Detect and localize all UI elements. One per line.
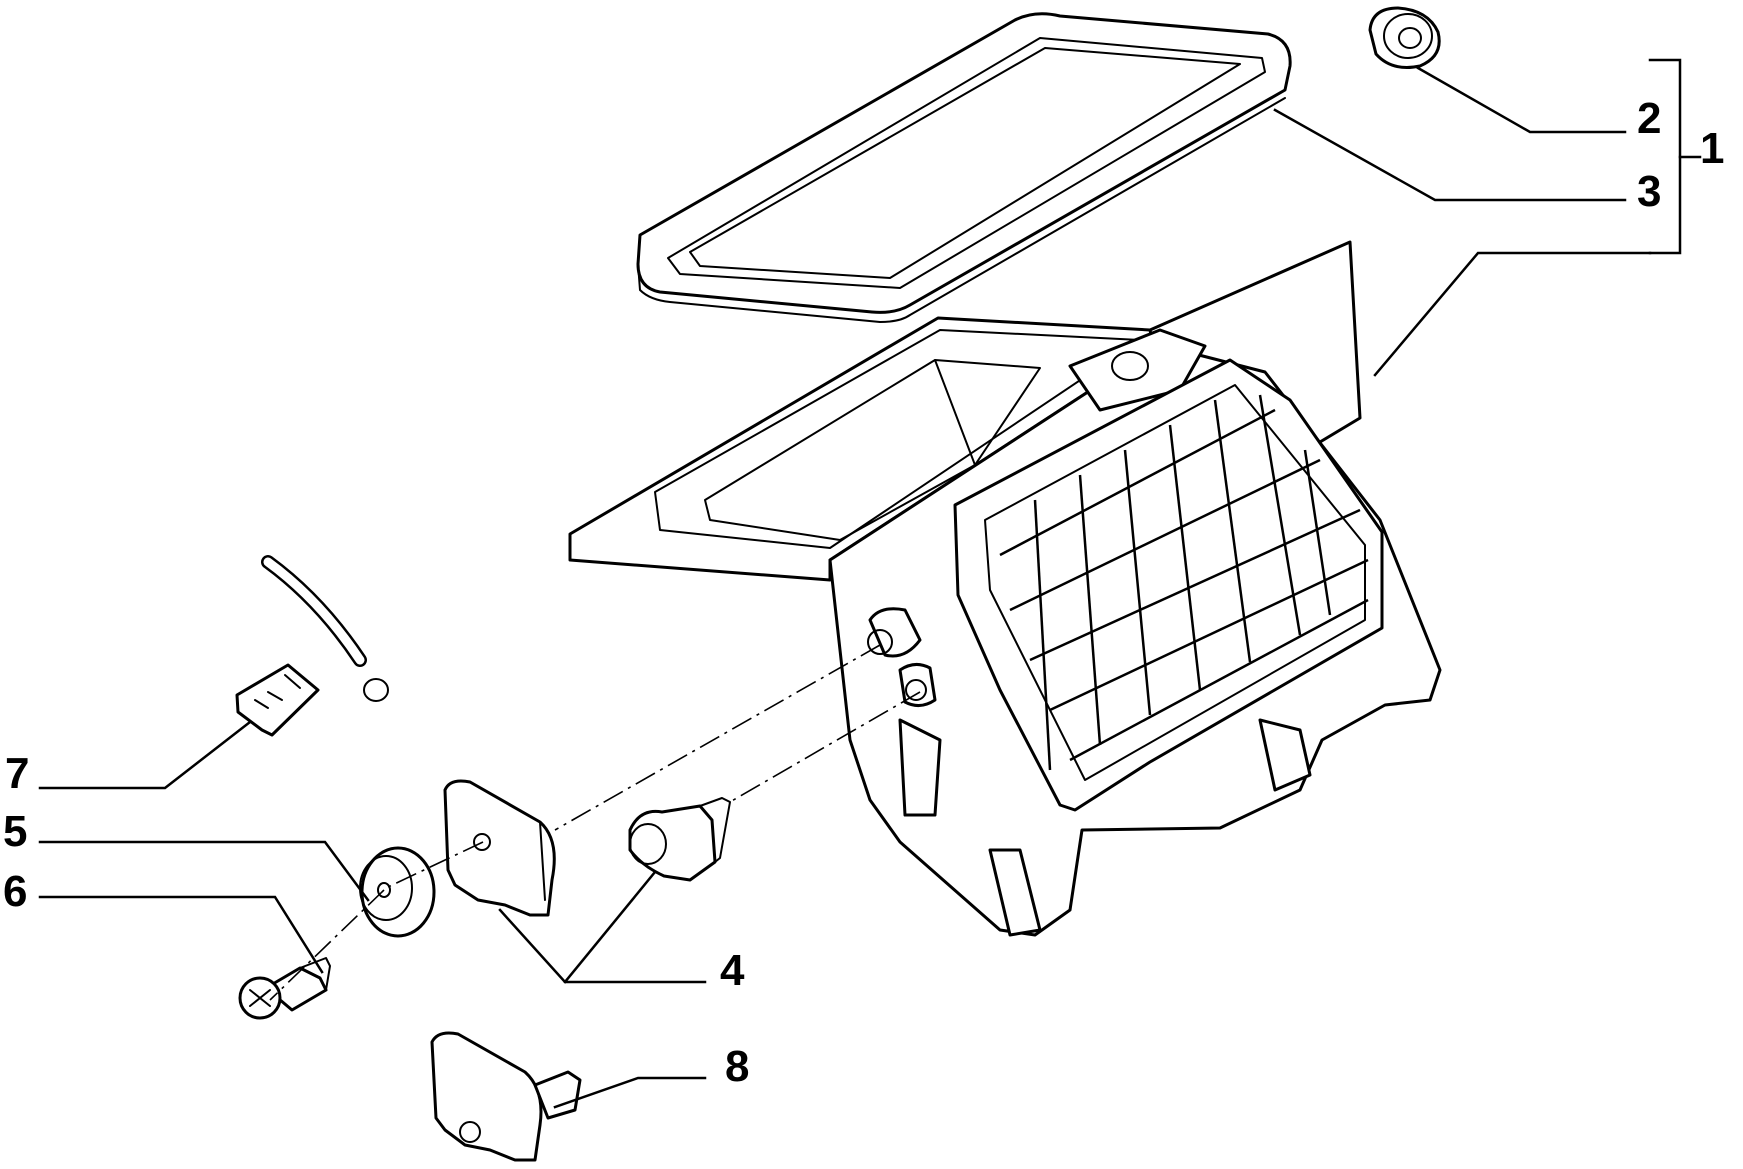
callout-7: 7 bbox=[5, 749, 29, 798]
connector-clip-part-7 bbox=[235, 663, 320, 737]
screw-part-6 bbox=[238, 957, 331, 1020]
actuator-knob-part-4-center bbox=[628, 797, 731, 882]
gasket-seal-part-3 bbox=[636, 12, 1292, 323]
callout-2: 2 bbox=[1637, 94, 1661, 143]
actuator-part-8 bbox=[430, 1031, 582, 1162]
leader-lines bbox=[38, 58, 1702, 1109]
callout-numbers: 1 2 3 4 5 6 7 8 bbox=[3, 94, 1724, 1091]
callout-4: 4 bbox=[720, 946, 745, 995]
callout-6: 6 bbox=[3, 867, 27, 916]
housing-part-1 bbox=[568, 240, 1442, 937]
callout-5: 5 bbox=[3, 807, 27, 856]
callout-3: 3 bbox=[1637, 167, 1661, 216]
callout-8: 8 bbox=[725, 1042, 749, 1091]
actuator-motor-part-4-left bbox=[443, 779, 556, 917]
wire-lead-part-7 bbox=[261, 555, 389, 702]
grommet-part-2 bbox=[1368, 6, 1441, 69]
callout-1: 1 bbox=[1700, 124, 1724, 173]
bushing-part-5 bbox=[359, 846, 436, 938]
assembly-axis-lines bbox=[269, 644, 921, 1001]
